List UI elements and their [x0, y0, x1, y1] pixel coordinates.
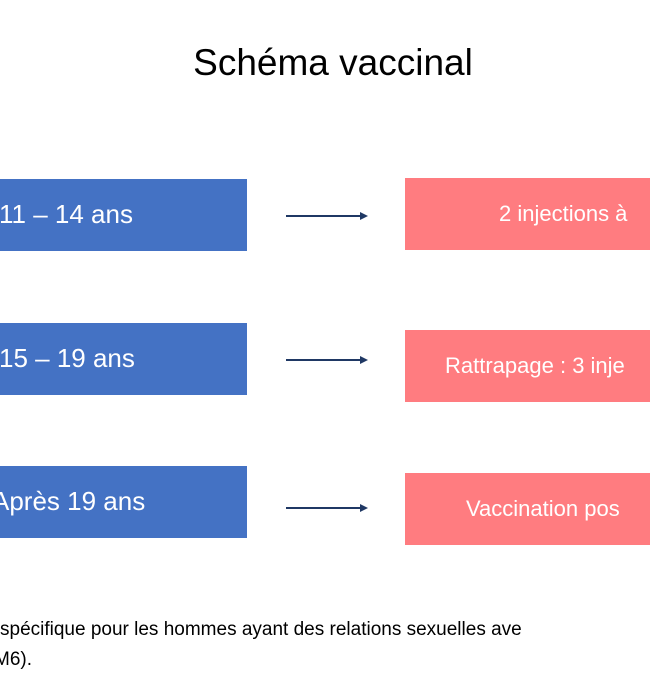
scheme-label: Vaccination pos — [466, 496, 620, 521]
age-box-15-19: 15 – 19 ans — [0, 323, 247, 395]
age-box-after-19: Après 19 ans — [0, 466, 247, 538]
arrow-icon — [286, 356, 368, 364]
arrow-icon — [286, 504, 368, 512]
age-box-11-14: 11 – 14 ans — [0, 179, 247, 251]
arrow-icon — [286, 212, 368, 220]
footer-note-line1: spécifique pour les hommes ayant des rel… — [0, 619, 522, 640]
age-label: 15 – 19 ans — [0, 343, 135, 373]
scheme-box-15-19: Rattrapage : 3 inje — [405, 330, 650, 402]
scheme-box-after-19: Vaccination pos — [405, 473, 650, 545]
scheme-label: Rattrapage : 3 inje — [445, 353, 625, 378]
slide-title: Schéma vaccinal — [193, 42, 473, 83]
scheme-box-11-14: 2 injections à — [405, 178, 650, 250]
scheme-label: 2 injections à — [499, 201, 628, 226]
age-label: 11 – 14 ans — [0, 199, 133, 229]
age-label: Après 19 ans — [0, 486, 146, 516]
footer-note-line2: M6). — [0, 649, 32, 670]
